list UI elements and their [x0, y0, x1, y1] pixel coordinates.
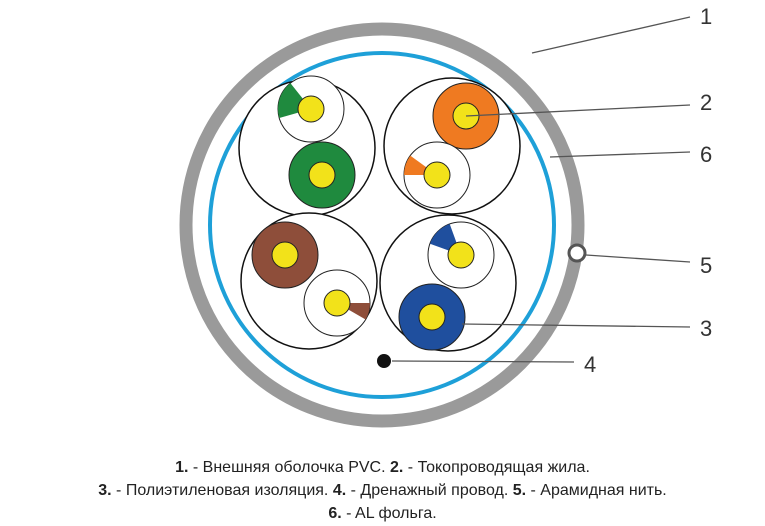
- leader-line-5: [585, 254, 691, 263]
- wire-conductor: [418, 303, 446, 331]
- twisted-pair-orange: [383, 77, 521, 215]
- wire-conductor: [271, 241, 299, 269]
- wire-brown-white: [303, 269, 371, 337]
- twisted-pair-blue: [379, 214, 517, 352]
- leader-line-1: [531, 16, 691, 54]
- legend-number: 4.: [332, 482, 347, 499]
- legend-line-1: 1. - Внешняя оболочка PVC. 2. - Токопров…: [0, 457, 765, 478]
- wire-green-white: [277, 75, 345, 143]
- al-foil: [208, 51, 556, 399]
- legend-text: - Полиэтиленовая изоляция.: [111, 482, 333, 499]
- legend-line-3: 6. - AL фольга.: [0, 503, 765, 524]
- legend-text: - AL фольга.: [341, 505, 437, 522]
- callout-5: 5: [700, 253, 712, 278]
- legend-line-2: 3. - Полиэтиленовая изоляция. 4. - Дрена…: [0, 480, 765, 501]
- outer-jacket: [179, 22, 585, 428]
- twisted-pair-brown: [240, 212, 378, 350]
- callout-3: 3: [700, 316, 712, 341]
- legend-text: - Арамидная нить.: [526, 482, 667, 499]
- wire-conductor: [447, 241, 475, 269]
- legend-number: 6.: [328, 505, 342, 522]
- legend-number: 2.: [390, 459, 404, 476]
- wire-conductor: [308, 161, 336, 189]
- leader-line-3: [461, 323, 691, 328]
- wire-conductor: [297, 95, 325, 123]
- callout-2: 2: [700, 90, 712, 115]
- wire-brown: [251, 221, 319, 289]
- legend-number: 5.: [512, 482, 527, 499]
- wire-conductor: [323, 289, 351, 317]
- callout-6: 6: [700, 142, 712, 167]
- legend-text: - Токопроводящая жила.: [403, 459, 590, 476]
- wire-green: [288, 141, 356, 209]
- legend-number: 3.: [98, 482, 112, 499]
- cable-cross-section-diagram: 1 2 6 5 3 4: [179, 4, 712, 428]
- leader-line-4: [391, 360, 575, 363]
- twisted-pair-green: [238, 75, 376, 217]
- wire-blue-white: [427, 221, 495, 289]
- callout-1: 1: [700, 4, 712, 29]
- legend-text: - Дренажный провод.: [346, 482, 513, 499]
- aramid-thread: [567, 243, 587, 263]
- leader-line-2: [465, 104, 691, 117]
- legend-text: - Внешняя оболочка PVC.: [188, 459, 390, 476]
- wire-blue: [398, 283, 466, 351]
- legend-number: 1.: [175, 459, 189, 476]
- callout-4: 4: [584, 352, 596, 377]
- wire-conductor: [423, 161, 451, 189]
- wire-orange-white: [403, 141, 471, 209]
- leader-line-6: [549, 151, 691, 158]
- drain-wire: [377, 354, 391, 368]
